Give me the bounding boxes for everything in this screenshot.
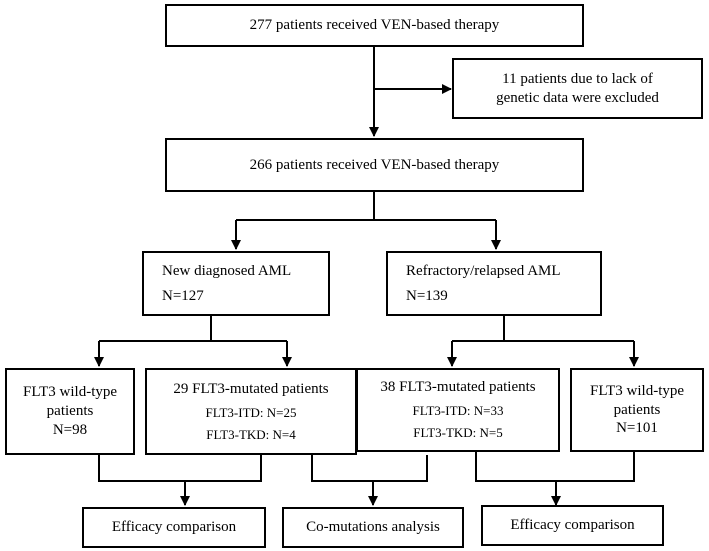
box-nd-wild-count: N=98 — [52, 421, 88, 438]
box-rr-aml-title: Refractory/relapsed AML — [406, 262, 561, 279]
box-rr-mut-tkd: FLT3-TKD: N=5 — [413, 425, 503, 441]
box-excluded: 11 patients due to lack of genetic data … — [452, 58, 703, 119]
box-nd-mut-itd: FLT3-ITD: N=25 — [205, 404, 297, 420]
box-start: 277 patients received VEN-based therapy — [165, 4, 584, 47]
box-rr-mut-title: 38 FLT3-mutated patients — [380, 379, 536, 396]
line-right-efficacy — [475, 452, 635, 482]
box-rr-wild-count: N=101 — [616, 420, 658, 437]
box-efficacy-left-text: Efficacy comparison — [111, 519, 237, 536]
box-efficacy-right-text: Efficacy comparison — [510, 517, 635, 534]
box-rr-mut-itd: FLT3-ITD: N=33 — [412, 403, 504, 419]
box-nd-wild: FLT3 wild-type patients N=98 — [5, 368, 135, 455]
box-new-aml-title: New diagnosed AML — [162, 262, 292, 279]
box-rr-aml: Refractory/relapsed AML N=139 — [386, 251, 602, 316]
box-efficacy-left: Efficacy comparison — [82, 507, 266, 548]
box-nd-mut-tkd: FLT3-TKD: N=4 — [206, 426, 296, 442]
box-rr-wild-line1: FLT3 wild-type — [589, 382, 685, 399]
box-rr-mut: 38 FLT3-mutated patients FLT3-ITD: N=33 … — [356, 368, 560, 452]
box-rr-wild: FLT3 wild-type patients N=101 — [570, 368, 704, 452]
box-nd-wild-line1: FLT3 wild-type — [22, 384, 118, 401]
box-included-text: 266 patients received VEN-based therapy — [249, 156, 500, 173]
box-efficacy-right: Efficacy comparison — [481, 505, 664, 546]
line-comutations — [311, 455, 428, 482]
box-comutations: Co-mutations analysis — [282, 507, 464, 548]
box-rr-aml-count: N=139 — [406, 287, 448, 304]
box-comutations-text: Co-mutations analysis — [306, 519, 440, 536]
box-rr-wild-line2: patients — [613, 401, 661, 418]
box-nd-mut-title: 29 FLT3-mutated patients — [173, 380, 329, 397]
box-nd-mut: 29 FLT3-mutated patients FLT3-ITD: N=25 … — [145, 368, 357, 455]
box-excluded-line1: 11 patients due to lack of — [502, 70, 653, 87]
box-new-aml-count: N=127 — [162, 287, 204, 304]
box-excluded-line2: genetic data were excluded — [496, 89, 659, 106]
box-new-aml: New diagnosed AML N=127 — [142, 251, 330, 316]
box-start-text: 277 patients received VEN-based therapy — [249, 17, 500, 34]
box-nd-wild-line2: patients — [46, 403, 94, 420]
box-included: 266 patients received VEN-based therapy — [165, 138, 584, 192]
line-left-efficacy — [98, 455, 262, 482]
